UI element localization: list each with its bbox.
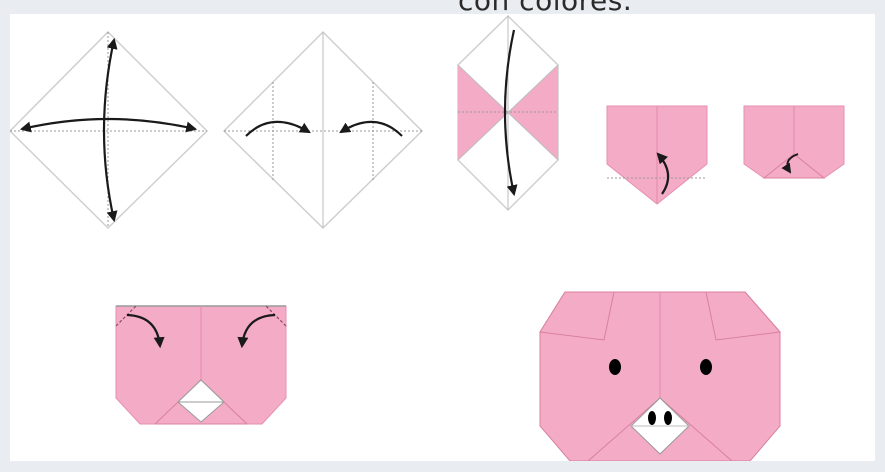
right-ear [706,292,780,340]
step-3-fold-in-half [458,16,558,210]
step-7-finished-pig-face [540,292,780,461]
step-5-tip-folded [744,106,844,178]
left-nostril [648,411,656,425]
right-nostril [664,411,672,425]
step-6-fold-top-corners [116,306,286,424]
step-1-diagonal-creases [10,32,207,228]
instruction-diagram [10,14,875,461]
left-eye [609,359,621,375]
origami-pig-instructions [10,14,875,461]
left-ear [540,292,614,340]
step-4-fold-tip-up [607,106,707,204]
right-eye [700,359,712,375]
step-2-fold-sides-to-center [224,32,422,228]
